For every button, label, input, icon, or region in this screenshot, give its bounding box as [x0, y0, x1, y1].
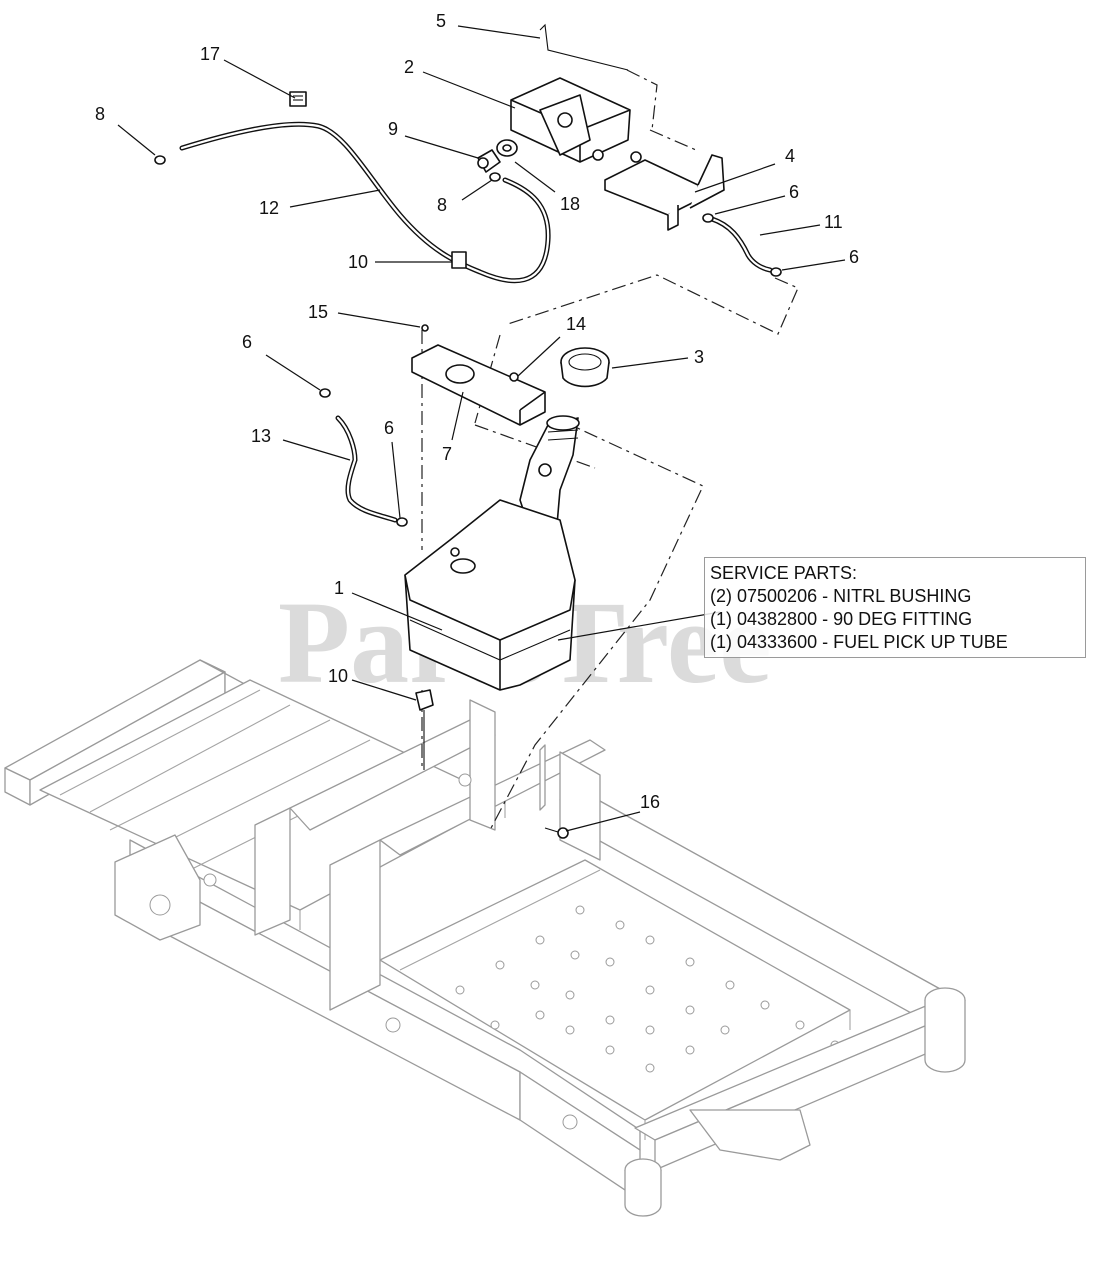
callout-15: 15	[308, 302, 328, 322]
part-8-clamp-left	[154, 155, 166, 165]
callout-14: 14	[566, 314, 586, 334]
part-12-hose	[179, 121, 551, 284]
callout-13: 13	[251, 426, 271, 446]
callout-6-mid: 6	[384, 418, 394, 438]
callout-3: 3	[694, 347, 704, 367]
callout-17: 17	[200, 44, 220, 64]
service-parts-heading: SERVICE PARTS:	[710, 563, 858, 583]
callout-16: 16	[640, 792, 660, 812]
part-4-bracket	[604, 151, 725, 231]
callout-1: 1	[334, 578, 344, 598]
callout-6-right-upper: 6	[789, 182, 799, 202]
floor-dimples	[455, 905, 840, 1073]
service-part-line: (2) 07500206 - NITRL BUSHING	[710, 586, 972, 606]
part-1-fuel-tank	[404, 415, 580, 691]
part-18-grommet	[496, 139, 518, 157]
callout-18: 18	[560, 194, 580, 214]
part-10-clip-lower	[415, 689, 434, 770]
callout-12: 12	[259, 198, 279, 218]
callout-9: 9	[388, 119, 398, 139]
callout-8-left: 8	[95, 104, 105, 124]
service-parts-box: SERVICE PARTS: (2) 07500206 - NITRL BUSH…	[704, 557, 1086, 658]
callout-8-mid: 8	[437, 195, 447, 215]
part-8-clamp-mid	[489, 172, 501, 182]
part-7-plate	[411, 324, 546, 426]
part-11-hose	[702, 213, 782, 277]
callout-4: 4	[785, 146, 795, 166]
callout-6-left: 6	[242, 332, 252, 352]
part-10-clip-upper	[451, 251, 467, 269]
callout-6-right-lower: 6	[849, 247, 859, 267]
part-5-rod	[539, 23, 629, 71]
callout-7: 7	[442, 444, 452, 464]
part-13-hose	[319, 388, 408, 527]
callout-11: 11	[824, 212, 843, 232]
leader-lines	[117, 25, 846, 832]
part-9-fitting	[477, 149, 501, 173]
assembly-phantom-lines	[421, 69, 799, 831]
part-16-screw	[544, 827, 569, 839]
chassis-frame	[4, 659, 966, 1217]
callout-10-lower: 10	[328, 666, 348, 686]
callout-10-upper: 10	[348, 252, 368, 272]
callout-numbers: 5 2 17 8 9 18 8 12 10 4 6 11 6 15 14 3 6…	[95, 11, 859, 812]
part-3-fuel-cap	[560, 347, 610, 388]
service-part-line: (1) 04333600 - FUEL PICK UP TUBE	[710, 632, 1008, 652]
service-part-line: (1) 04382800 - 90 DEG FITTING	[710, 609, 973, 629]
callout-5: 5	[436, 11, 446, 31]
part-2-reservoir	[510, 77, 631, 163]
callout-2: 2	[404, 57, 414, 77]
part-17-clip	[289, 91, 307, 107]
